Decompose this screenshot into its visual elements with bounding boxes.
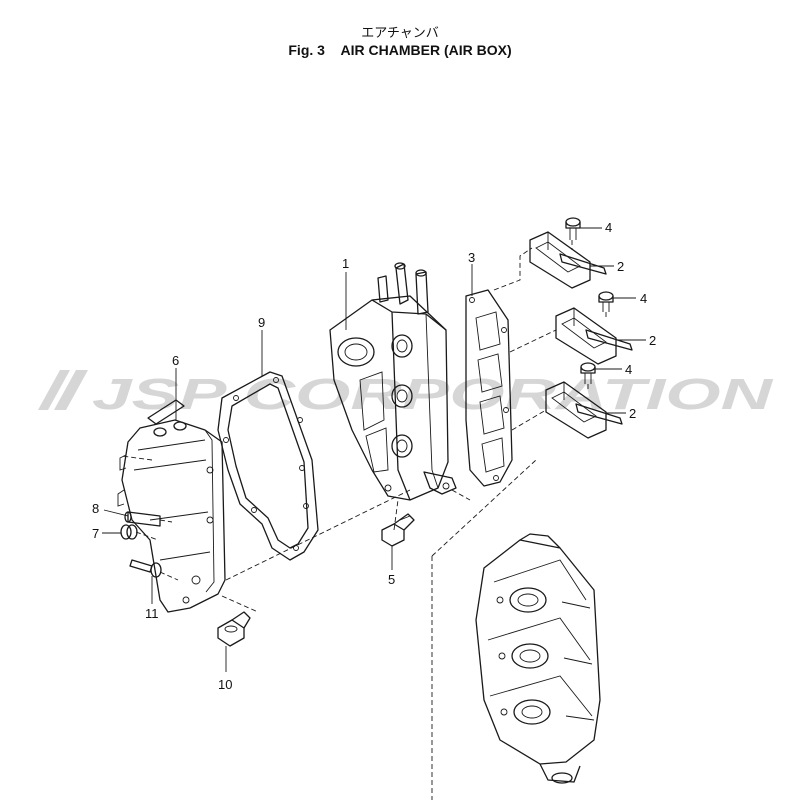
engine-cylinder-block [475,533,601,784]
callout-11: 11 [145,606,159,621]
callout-2-bottom: 2 [629,406,636,421]
callout-2-top: 2 [617,259,624,274]
watermark: JSP CORPORATION [38,370,774,419]
part-6-air-box-cover [117,399,226,613]
callout-5: 5 [388,572,395,587]
part-3-reed-gasket [465,289,513,487]
callout-1: 1 [342,256,349,271]
part-11-screw [129,559,162,578]
figure-title: AIR CHAMBER (AIR BOX) [340,42,512,58]
callout-10: 10 [218,677,232,692]
part-7-grommet [120,524,138,540]
figure-number: Fig. 3 [288,42,325,58]
callout-4-top: 4 [605,220,612,235]
assembly-lines [121,240,607,800]
part-4-screw-top [565,217,581,240]
watermark-text: JSP CORPORATION [92,370,774,419]
part-5-bolt [381,513,415,547]
part-8-pin [124,511,161,527]
callout-4-bottom: 4 [625,362,632,377]
part-9-gasket [217,371,319,561]
callout-labels: 1 3 9 6 4 2 4 2 4 2 5 8 7 11 10 [92,220,656,692]
part-1-air-chamber [329,262,457,501]
callout-8: 8 [92,501,99,516]
callout-9: 9 [258,315,265,330]
diagram-title: Fig. 3 AIR CHAMBER (AIR BOX) [0,42,800,58]
part-2-reed-valve-middle [555,307,633,365]
part-4-screw-middle [598,291,614,312]
part-10-bolt [217,611,251,647]
part-2-reed-valve-top [529,231,607,289]
diagram-title-japanese: エアチャンバ [361,26,439,41]
callout-7: 7 [92,526,99,541]
callout-4-middle: 4 [640,291,647,306]
part-4-screw-bottom [580,362,596,384]
callout-6: 6 [172,353,179,368]
leader-lines [102,227,646,672]
callout-2-middle: 2 [649,333,656,348]
watermark-logo-mark [38,370,88,410]
callout-3: 3 [468,250,475,265]
part-2-reed-valve-bottom [545,381,623,439]
